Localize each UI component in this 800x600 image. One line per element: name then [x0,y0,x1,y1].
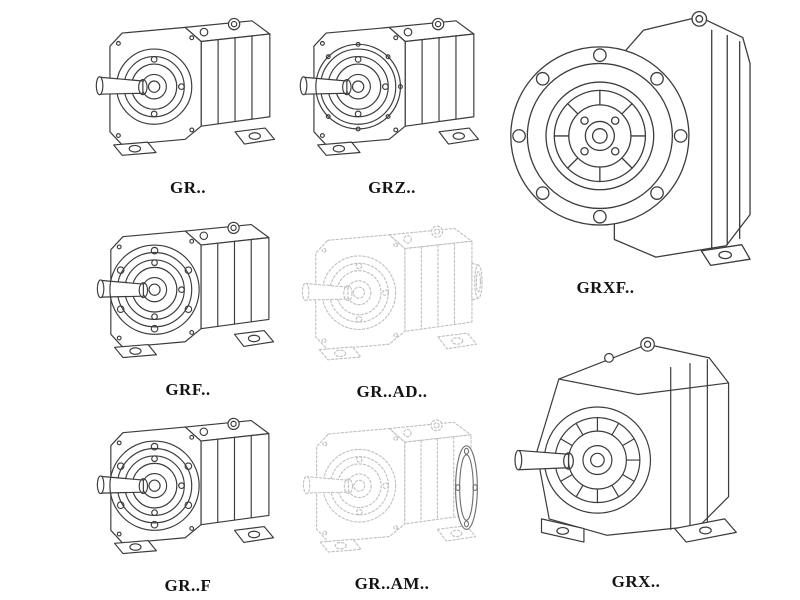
product-label-gr-f: GR..F [164,576,212,595]
grx-gearbox-drawing [514,337,737,543]
grz-gearbox-drawing [299,17,480,156]
gr-ad-gearbox-drawing [301,225,483,361]
product-label-grf: GRF.. [165,380,211,399]
product-label-gr: GR.. [170,178,206,197]
gr-f-gearbox-drawing [96,417,275,555]
product-label-gr-am: GR..AM.. [354,574,430,593]
motor-flange [454,445,478,530]
grf-gearbox-drawing [96,221,275,359]
product-figure-gr-f: GR..F [88,402,288,598]
product-figure-gr-am: GR..AM.. [292,404,492,596]
product-figure-gr-ad: GR..AD.. [292,210,492,404]
product-figure-grf: GRF.. [88,206,288,402]
product-label-grx: GRX.. [611,572,661,591]
grxf-gearbox-drawing [510,10,751,267]
product-label-grxf: GRXF.. [576,278,635,297]
product-figure-grxf: GRXF.. [488,0,778,300]
product-figure-grx: GRX.. [486,300,786,594]
product-label-grz: GRZ.. [368,178,416,197]
product-label-gr-ad: GR..AD.. [356,382,428,401]
product-figure-gr: GR.. [88,2,288,200]
product-figure-grz: GRZ.. [292,2,492,200]
gr-gearbox-drawing [95,17,276,156]
gr-am-gearbox-drawing [302,419,478,553]
